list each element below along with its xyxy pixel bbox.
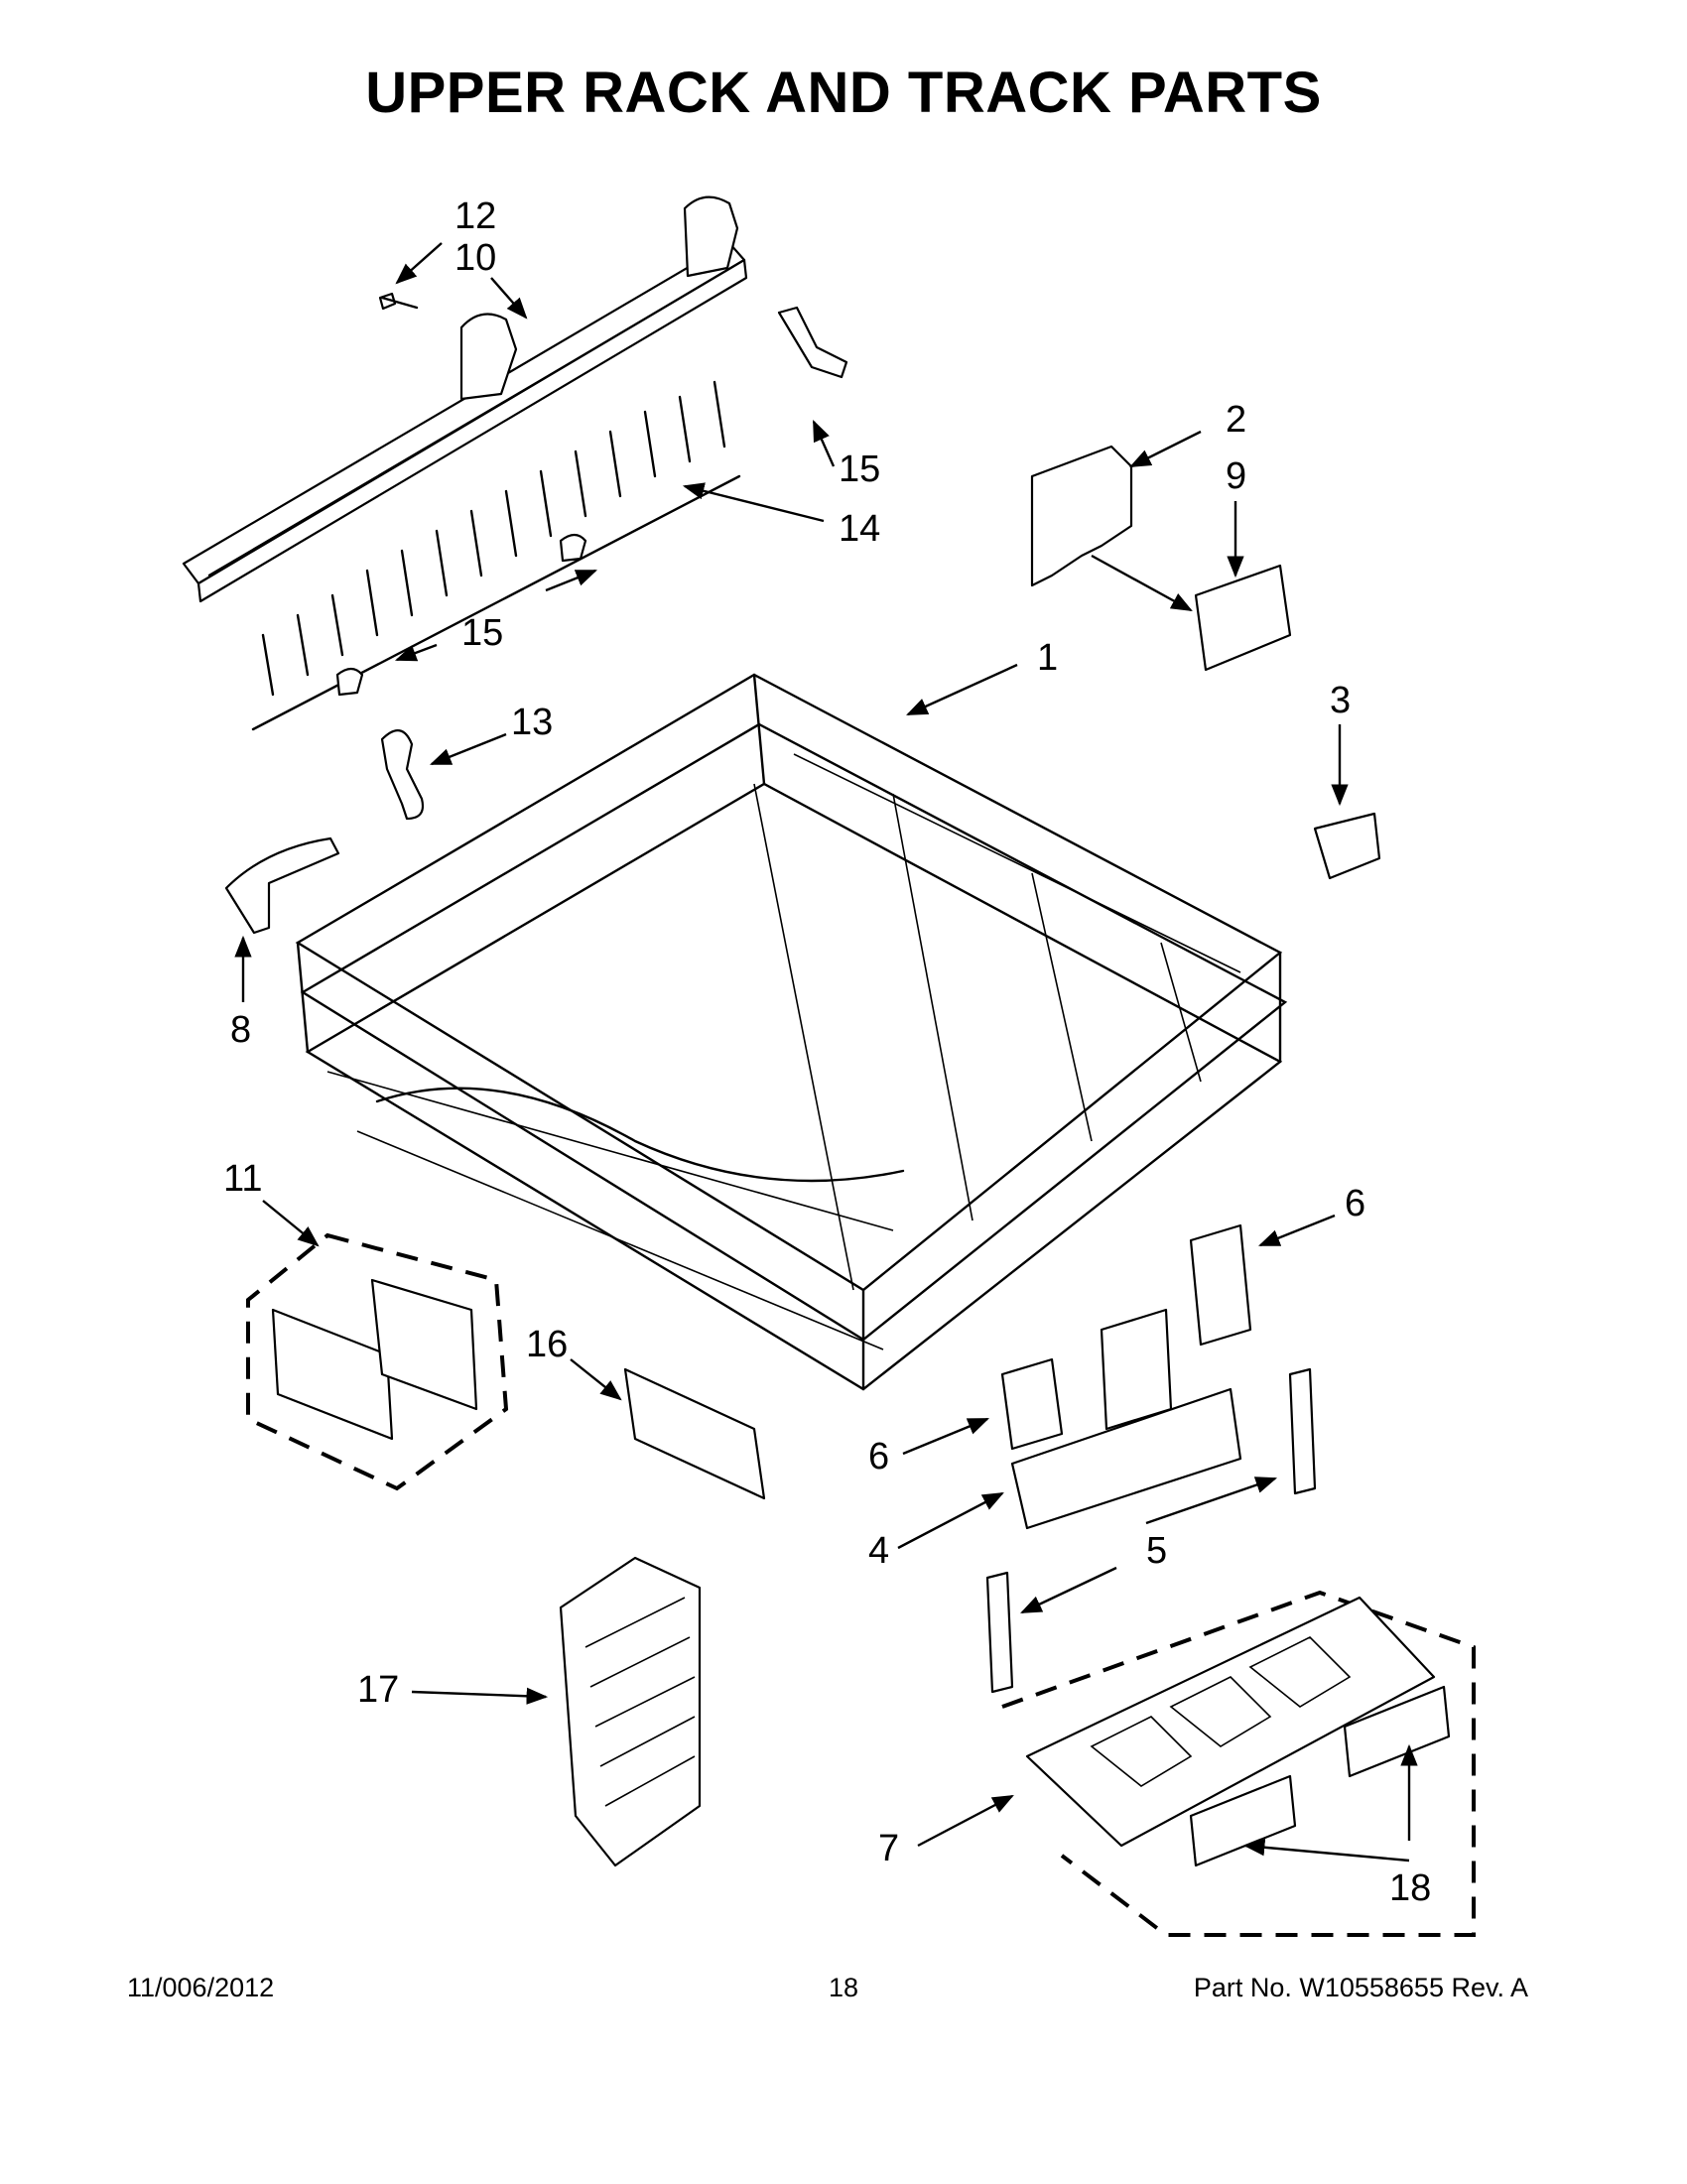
track-rail-part [182,195,748,603]
callout-15b: 15 [461,612,503,654]
callout-10: 10 [454,237,496,279]
callout-13: 13 [511,702,553,743]
callout-6a: 6 [1345,1183,1365,1224]
callout-14: 14 [839,508,880,550]
clip-part-6b [1189,1223,1252,1347]
callout-9: 9 [1226,455,1246,497]
shelf-assembly-part-11 [246,1232,509,1491]
page-title: UPPER RACK AND TRACK PARTS [365,61,1322,125]
clip-part-5a [1288,1367,1317,1495]
callout-16: 16 [526,1324,568,1365]
clip-part-13 [380,729,425,821]
callout-1: 1 [1037,637,1058,679]
leader-lines [234,242,1418,1863]
footer-date: 11/006/2012 [127,1973,275,2002]
callout-8: 8 [230,1009,251,1051]
clip-part-3 [1313,812,1381,880]
cover-part-9 [1194,564,1292,672]
callout-15a: 15 [839,449,880,490]
footer-part-info: Part No. W10558655 Rev. A [1193,1973,1528,2002]
callout-5: 5 [1146,1530,1167,1572]
callout-11: 11 [223,1158,262,1200]
clip-part-6a [1000,1357,1064,1451]
bracket-part-2 [1030,445,1133,587]
cutlery-basket-part-17 [559,1556,702,1867]
callout-6b: 6 [868,1436,889,1477]
callout-17: 17 [357,1669,399,1711]
clip-part-8 [224,836,340,935]
callout-12: 12 [454,195,496,237]
callout-2: 2 [1226,399,1246,441]
callout-3: 3 [1330,680,1351,721]
clip-part-5b [985,1571,1014,1694]
tine-row-part [251,306,848,731]
callout-4: 4 [868,1530,889,1572]
callout-7: 7 [878,1828,899,1869]
tray-part-7 [1001,1590,1476,1937]
cup-shelf-bracket [1100,1308,1173,1431]
upper-rack-part [295,673,1288,1391]
callout-labels: 12 10 15 14 15 13 8 1 2 9 3 11 16 6 6 4 … [223,195,1431,1909]
footer-page-number: 18 [828,1973,859,2002]
callout-18: 18 [1389,1867,1431,1909]
bracket-part-16 [623,1367,766,1500]
